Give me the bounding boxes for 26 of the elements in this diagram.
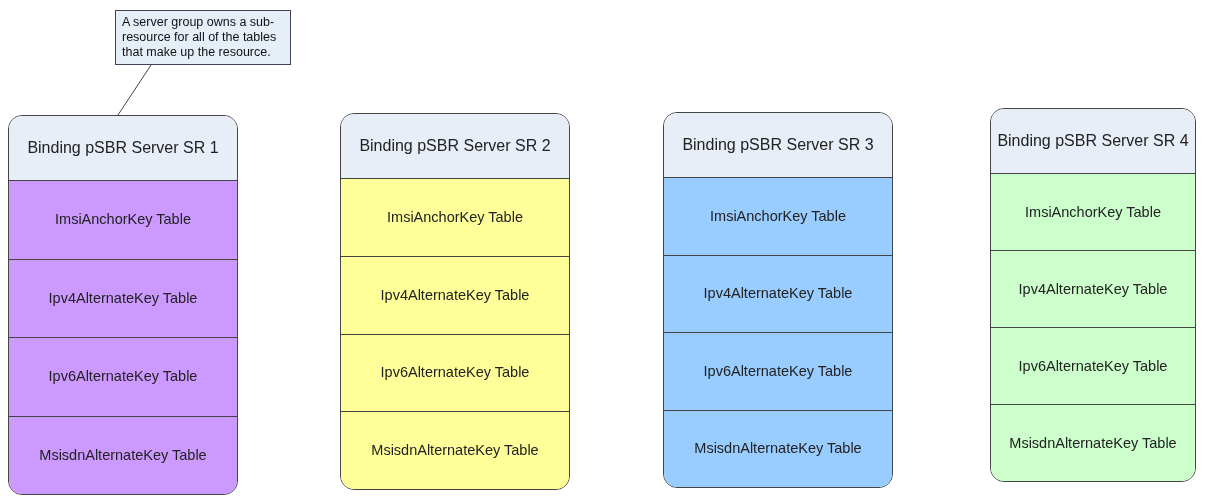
table-stack-header: Binding pSBR Server SR 4 (991, 109, 1195, 173)
table-row: ImsiAnchorKey Table (664, 177, 892, 255)
table-stack-header: Binding pSBR Server SR 1 (9, 116, 237, 180)
table-row: Ipv4AlternateKey Table (9, 258, 237, 337)
table-row: ImsiAnchorKey Table (991, 173, 1195, 250)
table-row: MsisdnAlternateKey Table (9, 415, 237, 494)
table-row: Ipv6AlternateKey Table (664, 332, 892, 410)
table-stack (663, 112, 893, 488)
table-row: Ipv6AlternateKey Table (341, 333, 569, 412)
table-stack-header: Binding pSBR Server SR 3 (664, 113, 892, 177)
table-stack (8, 115, 238, 495)
table-row: Ipv6AlternateKey Table (991, 327, 1195, 404)
table-row: MsisdnAlternateKey Table (664, 409, 892, 487)
table-stack-header: Binding pSBR Server SR 2 (341, 114, 569, 178)
callout-note: A server group owns a sub-resource for all of the tables that make up the resource. (115, 10, 291, 65)
table-row: ImsiAnchorKey Table (341, 178, 569, 256)
table-row: MsisdnAlternateKey Table (991, 404, 1195, 481)
table-stack (990, 108, 1196, 482)
table-row: Ipv4AlternateKey Table (991, 250, 1195, 327)
leader-line (117, 64, 152, 116)
table-stack (340, 113, 570, 490)
table-row: Ipv6AlternateKey Table (9, 337, 237, 416)
table-row: ImsiAnchorKey Table (9, 180, 237, 259)
table-row: MsisdnAlternateKey Table (341, 411, 569, 489)
table-row: Ipv4AlternateKey Table (341, 255, 569, 334)
table-row: Ipv4AlternateKey Table (664, 254, 892, 332)
